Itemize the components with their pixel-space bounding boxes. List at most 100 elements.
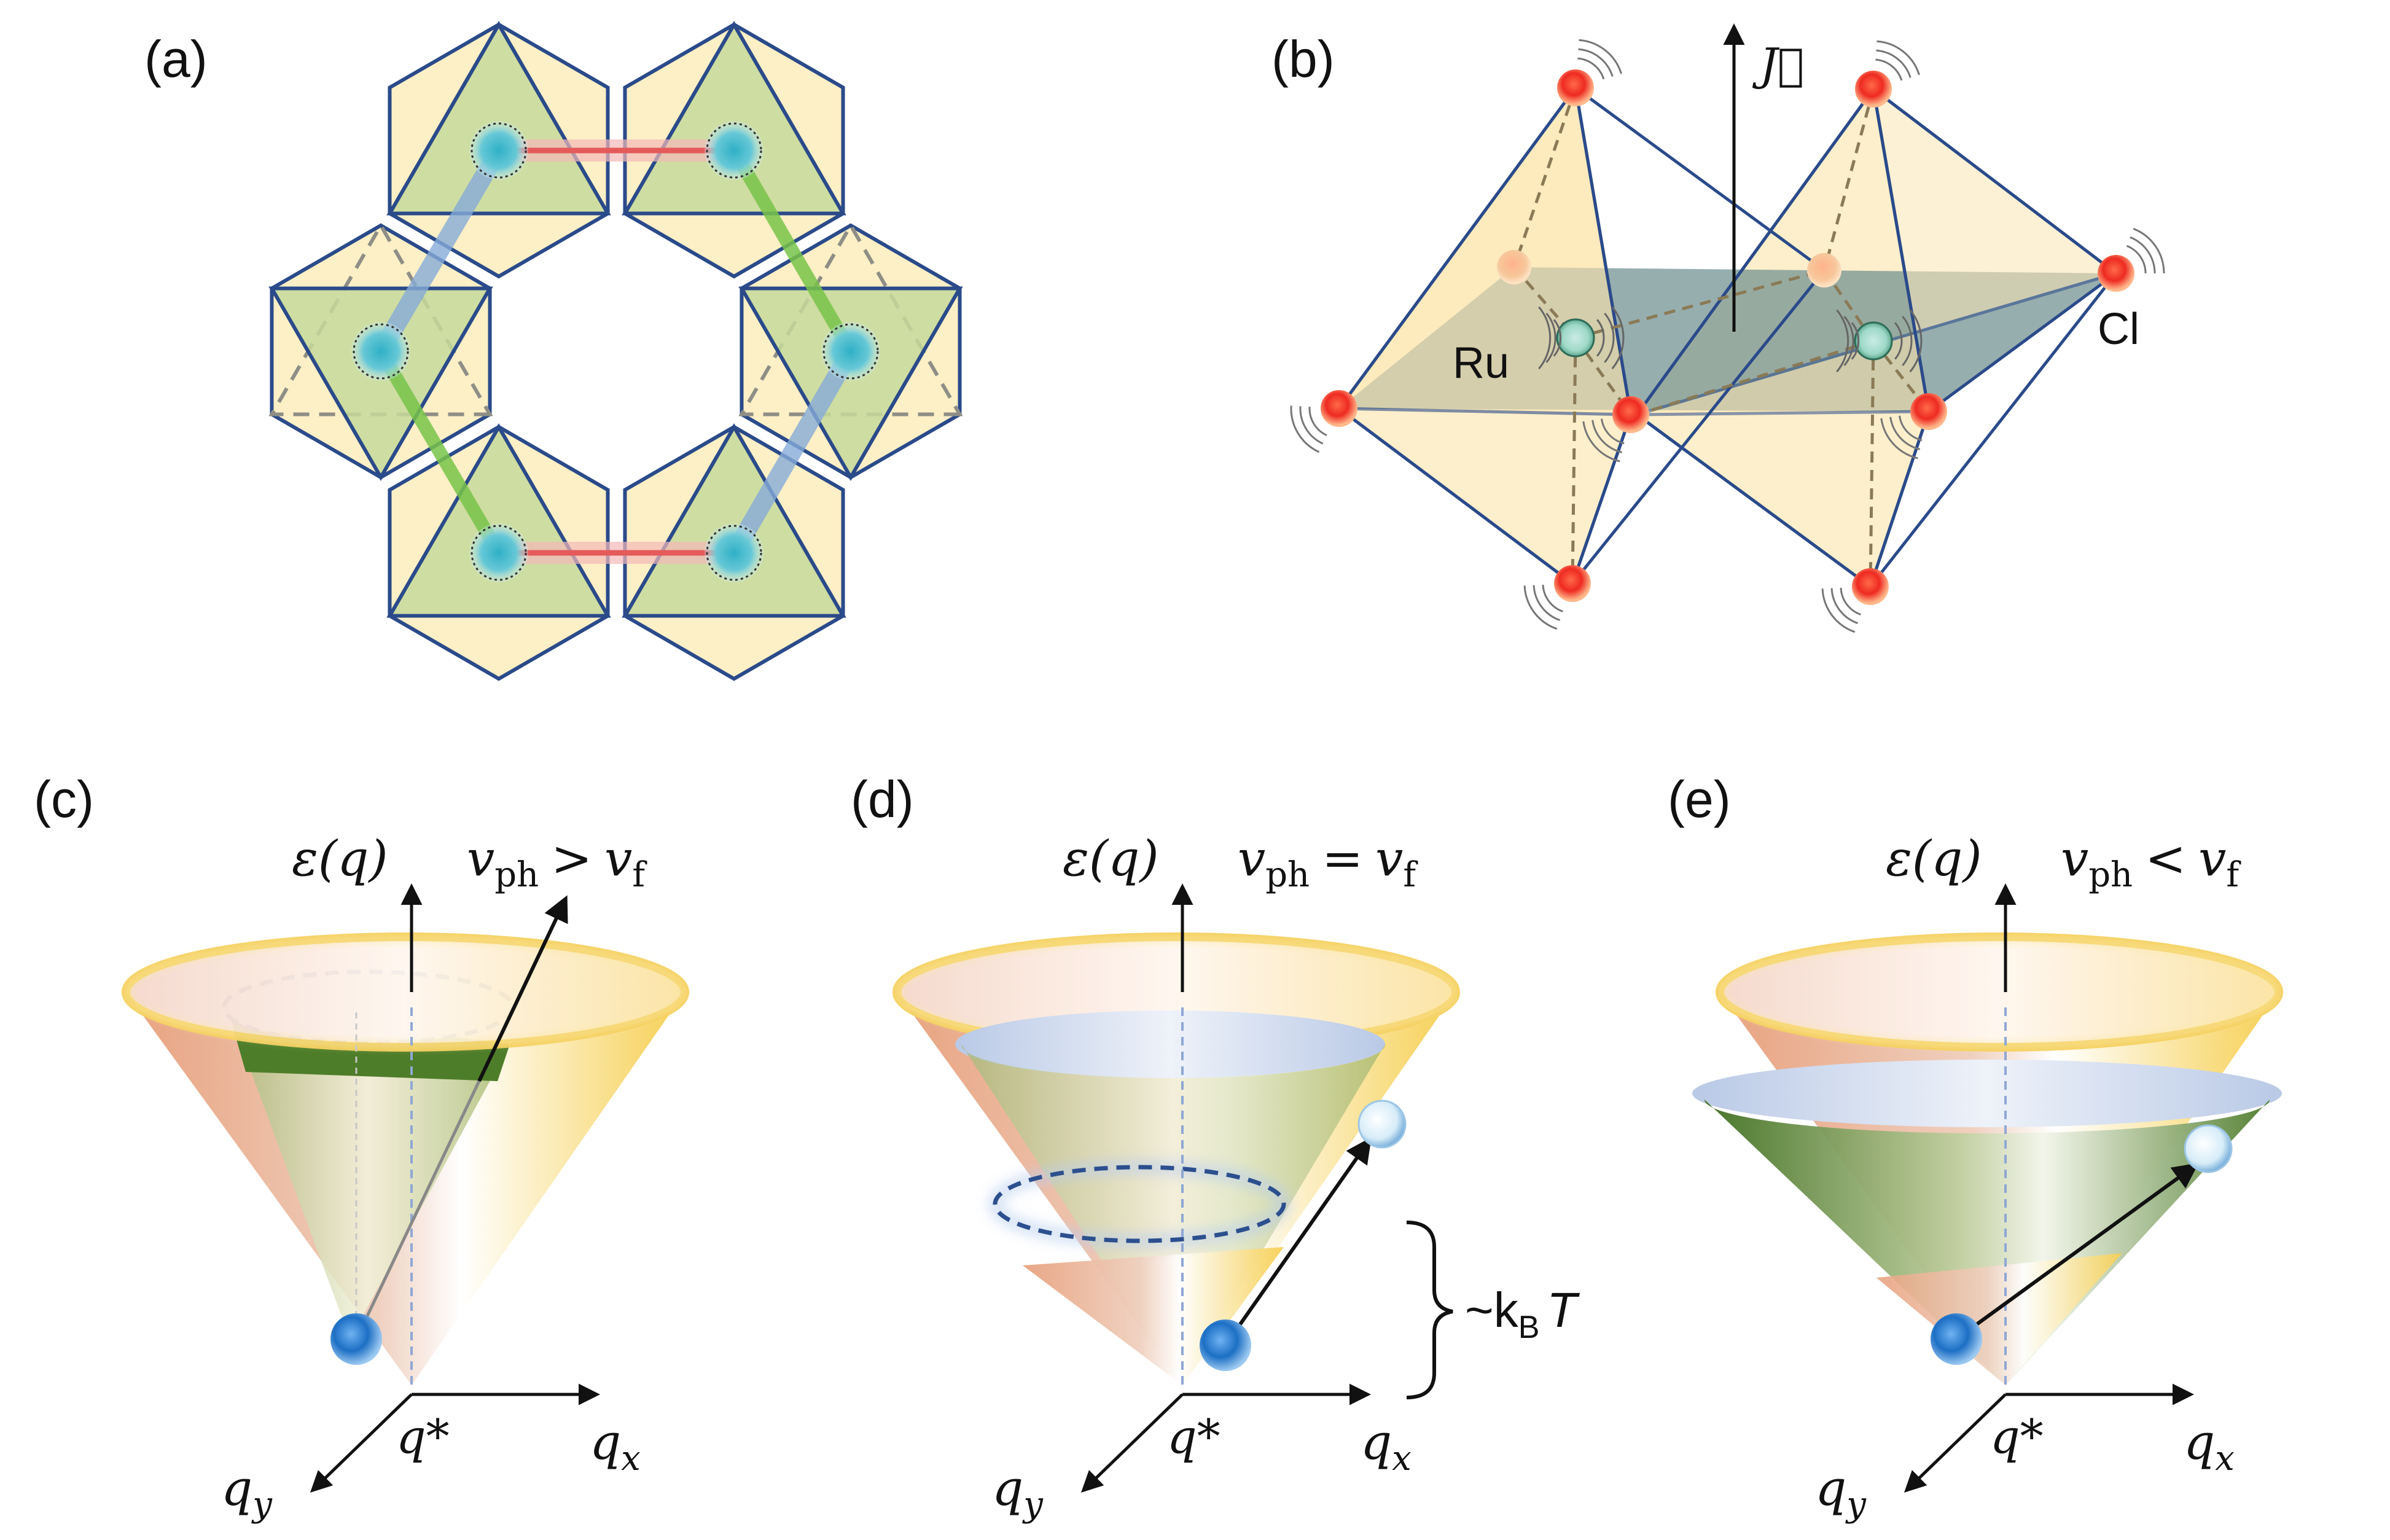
- vibration-wave: [1579, 39, 1622, 74]
- bond-green-upper-right: [727, 144, 857, 358]
- vibration-wave: [1596, 319, 1605, 357]
- ru-site-ring: [353, 323, 409, 380]
- vibration-wave: [1290, 405, 1320, 453]
- qy-axis: [1904, 1393, 2007, 1493]
- qy-label: qy: [221, 1460, 273, 1525]
- vibration-wave: [1889, 416, 1921, 450]
- ru-sites-a: [351, 121, 880, 582]
- vibration-wave: [1545, 313, 1556, 363]
- ru-site-ring: [822, 323, 879, 380]
- cl-atom: [1612, 396, 1649, 433]
- cl-label: Cl: [2098, 305, 2139, 354]
- bond-blue-upper-left: [372, 141, 508, 361]
- energy-label: ε(q): [1063, 830, 1159, 887]
- ru-site-ring: [471, 122, 527, 179]
- front-face-triangle: [622, 423, 846, 618]
- vibration-wave: [1577, 57, 1605, 80]
- vibration-wave: [1553, 319, 1562, 357]
- vibration-wave: [1843, 316, 1854, 366]
- front-face-triangle: [622, 20, 846, 216]
- vibration-wave: [1851, 322, 1860, 360]
- vibration-wave: [2126, 244, 2147, 274]
- vibration-wave: [1533, 585, 1561, 622]
- cl-atom: [1910, 393, 1947, 430]
- qy-label: qy: [992, 1460, 1044, 1525]
- ru-site: [351, 322, 410, 381]
- bond-green-lower-left: [374, 345, 506, 560]
- vibration-wave: [1836, 309, 1849, 373]
- panel-a-label: (a): [144, 30, 208, 88]
- velocity-arrow-hidden: [354, 1080, 481, 1340]
- fermion-cone: [1705, 1100, 2270, 1385]
- current-label: J⃗: [1752, 39, 1804, 90]
- qstar-label: q*: [1167, 1409, 1220, 1464]
- panel-b-label: (b): [1271, 30, 1335, 88]
- panel-a: (a): [144, 20, 963, 681]
- panel-d-label: (d): [851, 770, 914, 828]
- velocity-relation: vph<vf: [2061, 830, 2241, 895]
- cl-atom: [1855, 71, 1892, 107]
- vibration-wave: [1578, 48, 1614, 77]
- panel-e-label: (e): [1668, 770, 1731, 828]
- fermion-dot: [1200, 1319, 1251, 1371]
- front-face-triangle: [386, 423, 611, 618]
- vibration-wave: [1308, 407, 1327, 437]
- velocity-relation: vph>vf: [467, 830, 647, 895]
- velocity-arrow: [1955, 1163, 2199, 1341]
- front-face-triangle: [386, 21, 611, 216]
- qy-axis: [1080, 1393, 1184, 1493]
- cl-atom: [1554, 565, 1591, 602]
- cl-atom: [1852, 568, 1889, 605]
- fermi-plane: [1692, 1060, 2282, 1127]
- velocity-arrow: [1224, 1137, 1372, 1347]
- panel-b: (b): [1271, 23, 2165, 633]
- ru-atoms-b: [1538, 306, 1923, 373]
- ru-label: Ru: [1453, 338, 1509, 388]
- qx-label: qx: [2184, 1413, 2235, 1479]
- cl-atom-back: [1807, 253, 1841, 287]
- vibration-wave: [1875, 58, 1903, 81]
- cl-atom: [1321, 390, 1357, 427]
- ru-site: [469, 523, 528, 582]
- vibration-wave: [1909, 309, 1923, 373]
- phonon-cone-rim: [1716, 932, 2283, 1052]
- ru-site: [469, 121, 528, 180]
- vibration-wave: [1538, 306, 1552, 370]
- front-face-triangle: [268, 286, 493, 481]
- scattered-fermion: [2184, 1124, 2233, 1173]
- qx-label: qx: [590, 1413, 641, 1479]
- fermion-cone: [227, 1007, 510, 1339]
- ru-site-ring: [706, 122, 762, 179]
- vibration-wave: [2133, 227, 2165, 274]
- thermal-ring: [993, 1165, 1286, 1243]
- fermi-plane: [955, 1010, 1385, 1078]
- front-face-triangle: [738, 286, 963, 482]
- fermion-cone: [961, 1044, 1385, 1385]
- vibration-wave: [1604, 313, 1615, 363]
- vibration-wave: [1880, 418, 1918, 459]
- vibration-wave: [2130, 236, 2156, 274]
- vibration-wave: [1523, 585, 1558, 630]
- cl-atom-back: [1497, 250, 1531, 284]
- cl-atoms: [1290, 39, 2165, 633]
- phonon-cone-rim: [122, 932, 689, 1052]
- vibration-wave: [1611, 306, 1625, 370]
- fermion-dot: [330, 1313, 382, 1365]
- vibration-wave: [1898, 415, 1923, 442]
- vibration-wave: [1840, 587, 1861, 616]
- vibration-wave: [1894, 322, 1903, 360]
- panel-c-label: (c): [34, 770, 94, 828]
- velocity-arrow: [477, 895, 568, 1082]
- vibration-wave: [1830, 588, 1859, 625]
- octahedron-edges: [1337, 86, 2117, 588]
- velocity-relation: vph=vf: [1238, 830, 1418, 895]
- vibration-wave: [1582, 421, 1620, 463]
- energy-label: ε(q): [1886, 830, 1982, 887]
- qy-axis: [310, 1393, 413, 1493]
- vibration-wave: [1591, 420, 1623, 453]
- ru-site-ring: [706, 525, 762, 581]
